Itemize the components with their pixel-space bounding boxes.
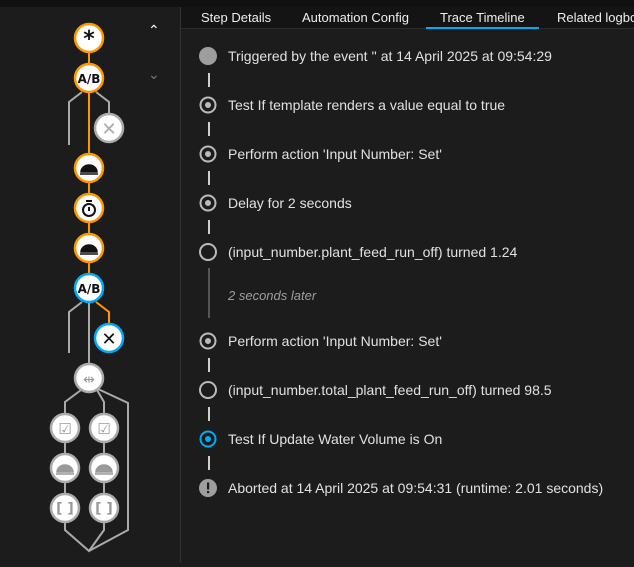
top-bar: [0, 0, 634, 7]
timeline-item: Delay for 2 seconds: [196, 191, 352, 215]
connector: [208, 73, 210, 87]
service-bell-icon[interactable]: [73, 232, 105, 264]
svg-text:[ ]: [ ]: [95, 501, 113, 517]
left-strip: [0, 7, 39, 562]
svg-text:☑: ☑: [97, 420, 110, 438]
timeline-item: Test If Update Water Volume is On: [196, 427, 442, 451]
timer-icon[interactable]: [73, 192, 105, 224]
branch-line: [95, 91, 110, 115]
tab-automation-config[interactable]: Automation Config: [302, 10, 409, 25]
svg-text:A/B: A/B: [78, 72, 101, 86]
radio-dot-icon: [196, 144, 220, 164]
connector: [208, 407, 210, 421]
timeline-item: (input_number.plant_feed_run_off) turned…: [196, 240, 517, 264]
service-bell-icon[interactable]: [88, 452, 120, 484]
empty-circle-icon: [196, 242, 220, 262]
connector: [208, 456, 210, 470]
tab-trace-timeline[interactable]: Trace Timeline: [426, 10, 539, 29]
parallel-lines: [88, 388, 129, 552]
svg-text:A/B: A/B: [78, 282, 101, 296]
svg-text:✕: ✕: [101, 119, 116, 140]
branch-line: [68, 301, 83, 353]
trace-graph: * A/B ✕ A/B ✕ ⇹ ☑ ☑ [ ] [ ]: [38, 7, 180, 562]
svg-text:⇹: ⇹: [83, 372, 95, 388]
service-bell-icon[interactable]: [49, 452, 81, 484]
branch-line-taken: [95, 301, 110, 325]
tab-bar: Step Details Automation Config Trace Tim…: [181, 7, 634, 29]
timeline-item: Perform action 'Input Number: Set': [196, 329, 442, 353]
chevron-up-icon[interactable]: ⌃: [148, 22, 160, 38]
parallel-arrows-icon[interactable]: ⇹: [73, 362, 105, 394]
radio-dot-icon: [196, 95, 220, 115]
timeline-item: Triggered by the event '' at 14 April 20…: [196, 44, 552, 68]
elapsed-time-label: 2 seconds later: [228, 288, 317, 303]
connector: [208, 122, 210, 136]
trace-graph-svg: * A/B ✕ A/B ✕ ⇹ ☑ ☑ [ ] [ ]: [49, 22, 129, 553]
branch-line: [68, 91, 83, 145]
timeline-item: Aborted at 14 April 2025 at 09:54:31 (ru…: [196, 476, 603, 500]
service-bell-icon[interactable]: [73, 152, 105, 184]
svg-text:✕: ✕: [101, 329, 116, 350]
radio-dot-icon: [196, 193, 220, 213]
radio-dot-active-icon: [196, 429, 220, 449]
alert-circle-icon: [196, 478, 220, 498]
filled-circle-icon: [196, 46, 220, 66]
empty-circle-icon: [196, 380, 220, 400]
checkbox-icon[interactable]: ☑: [49, 412, 81, 444]
tab-step-details[interactable]: Step Details: [201, 10, 272, 25]
close-icon[interactable]: ✕: [93, 322, 125, 354]
timeline-item: Perform action 'Input Number: Set': [196, 142, 442, 166]
svg-text:[ ]: [ ]: [56, 501, 74, 517]
asterisk-trigger-icon[interactable]: *: [73, 22, 105, 54]
connector: [208, 171, 210, 185]
radio-dot-icon: [196, 331, 220, 351]
connector: [208, 220, 210, 234]
connector: [208, 268, 210, 318]
brackets-icon[interactable]: [ ]: [88, 492, 120, 524]
close-icon[interactable]: ✕: [93, 112, 125, 144]
svg-text:*: *: [83, 27, 95, 52]
svg-text:☑: ☑: [58, 420, 71, 438]
checkbox-icon[interactable]: ☑: [88, 412, 120, 444]
timeline-item: Test If template renders a value equal t…: [196, 93, 505, 117]
ab-choose-icon[interactable]: A/B: [73, 62, 105, 94]
divider: [180, 7, 181, 562]
ab-choose-icon[interactable]: A/B: [73, 272, 105, 304]
tab-related-logbook[interactable]: Related logbook: [557, 10, 634, 25]
connector: [208, 358, 210, 372]
timeline-item: (input_number.total_plant_feed_run_off) …: [196, 378, 552, 402]
chevron-down-icon[interactable]: ⌄: [148, 66, 160, 82]
brackets-icon[interactable]: [ ]: [49, 492, 81, 524]
